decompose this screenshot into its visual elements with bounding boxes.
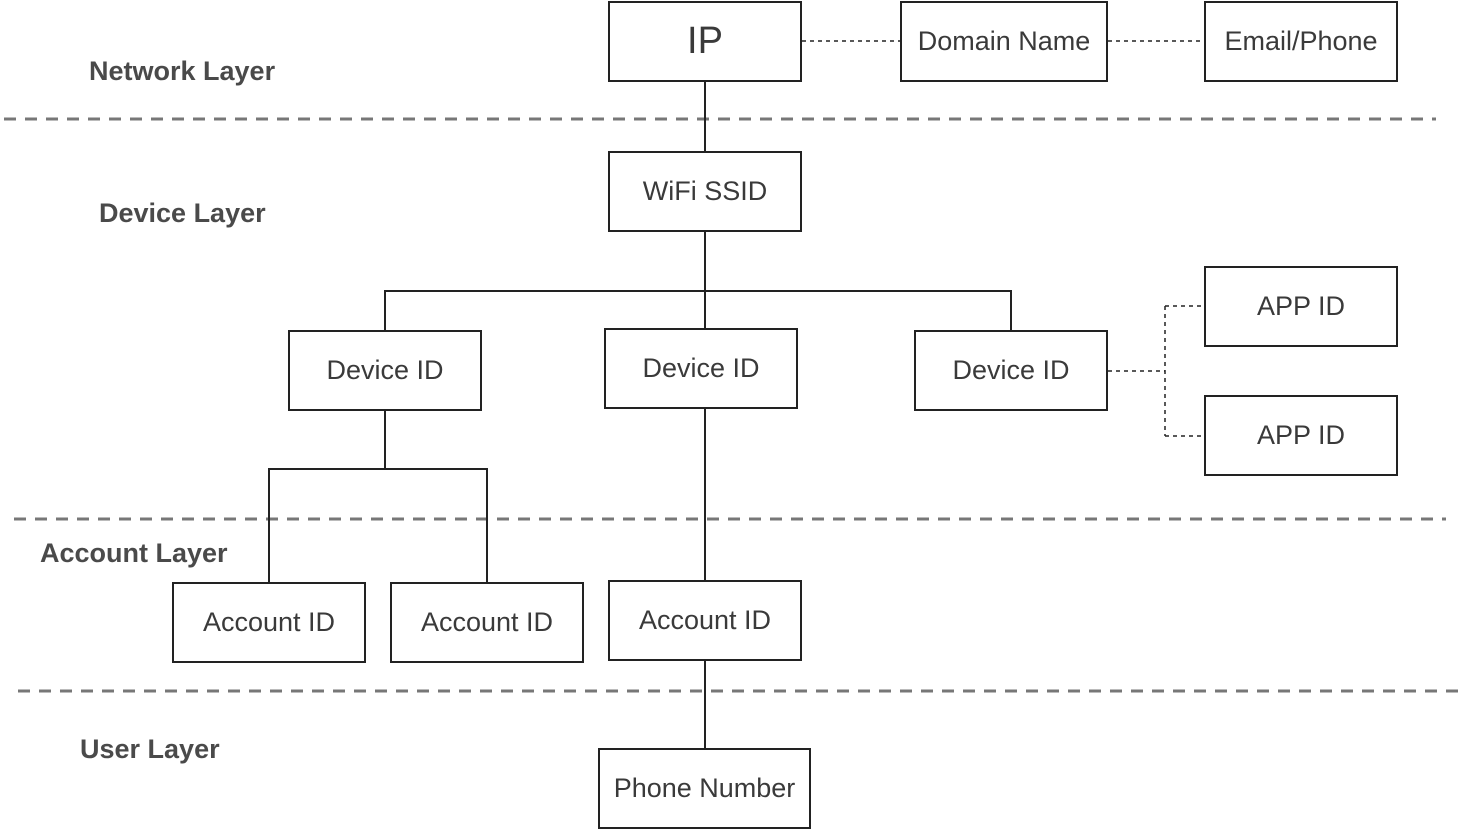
domain-name-node: Domain Name	[900, 1, 1108, 82]
account-layer-label: Account Layer	[40, 538, 228, 568]
app-id-node-2: APP ID	[1204, 395, 1398, 476]
email-phone-node: Email/Phone	[1204, 1, 1398, 82]
device-id-node-1: Device ID	[288, 330, 482, 411]
network-layer-label: Network Layer	[89, 56, 276, 86]
device-id-node-3: Device ID	[914, 330, 1108, 411]
user-layer-label: User Layer	[80, 734, 220, 764]
device-id-node-2: Device ID	[604, 328, 798, 409]
wifi-ssid-node: WiFi SSID	[608, 151, 802, 232]
app-id-node-1: APP ID	[1204, 266, 1398, 347]
ip-node: IP	[608, 1, 802, 82]
account-id-node-1: Account ID	[172, 582, 366, 663]
account-id-node-3: Account ID	[608, 580, 802, 661]
phone-number-node: Phone Number	[598, 748, 811, 829]
device-layer-label: Device Layer	[99, 198, 266, 228]
account-id-node-2: Account ID	[390, 582, 584, 663]
